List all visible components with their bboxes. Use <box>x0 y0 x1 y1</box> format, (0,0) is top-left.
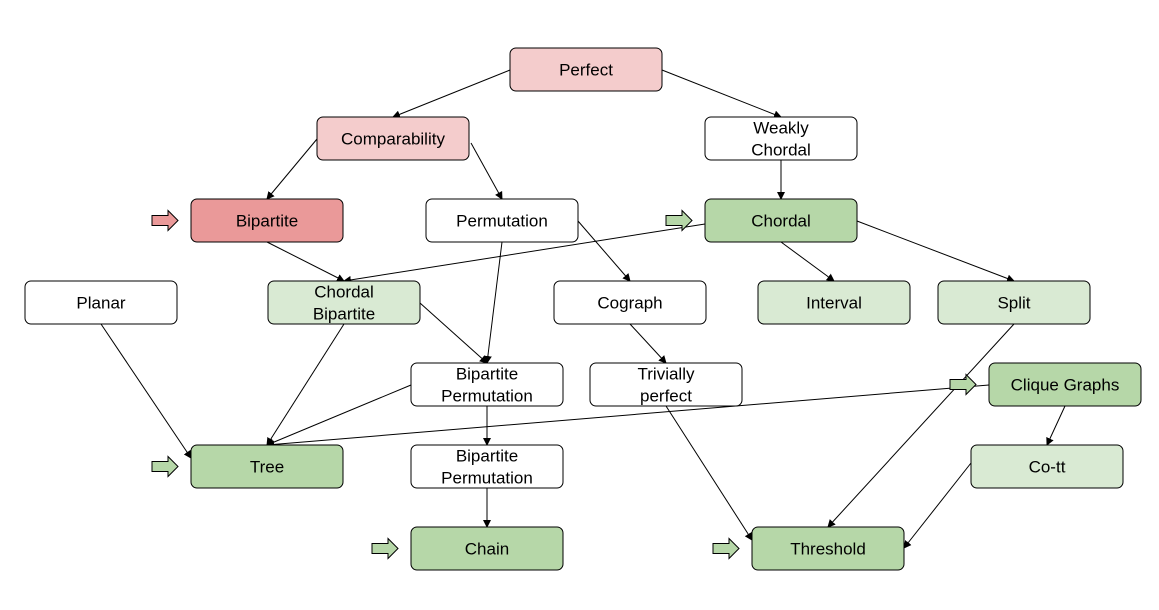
node-chain: Chain <box>410 526 564 571</box>
node-box-chordal-bipartite <box>267 280 421 325</box>
node-box-interval <box>757 280 911 325</box>
nodes-layer: PerfectComparabilityWeaklyChordalBiparti… <box>24 47 1142 571</box>
node-box-permutation <box>425 198 579 243</box>
edge-planar-to-tree <box>100 323 192 459</box>
edge-bipartite-permutation-1-to-tree <box>266 384 412 446</box>
edge-chordal-to-interval <box>780 241 835 282</box>
node-box-chain <box>410 526 564 571</box>
node-threshold: Threshold <box>751 526 905 571</box>
node-label-permutation: Permutation <box>456 212 548 231</box>
node-box-weakly-chordal <box>704 116 858 161</box>
node-label-tree: Tree <box>250 458 284 477</box>
node-clique-graphs: Clique Graphs <box>988 362 1142 407</box>
node-box-clique-graphs <box>988 362 1142 407</box>
node-label-chordal-bipartite: Bipartite <box>313 305 375 324</box>
node-label-bipartite-permutation-1: Bipartite <box>456 365 518 384</box>
node-label-cograph: Cograph <box>597 294 662 313</box>
edge-permutation-to-bipartite-permutation-1 <box>483 241 503 364</box>
node-label-trivially-perfect: Trivially <box>638 365 695 384</box>
node-planar: Planar <box>24 280 178 325</box>
node-box-bipartite <box>190 198 344 243</box>
node-chordal: Chordal <box>704 198 858 243</box>
node-comparability: Comparability <box>316 116 470 161</box>
node-label-planar: Planar <box>76 294 125 313</box>
node-box-planar <box>24 280 178 325</box>
node-co-tt: Co-tt <box>970 444 1124 489</box>
edge-clique-graphs-to-tree <box>266 384 990 449</box>
node-box-tree <box>190 444 344 489</box>
edges-layer <box>100 69 1066 549</box>
node-label-bipartite-permutation-2: Bipartite <box>456 447 518 466</box>
edge-permutation-to-cograph <box>577 220 631 282</box>
node-cograph: Cograph <box>553 280 707 325</box>
node-label-bipartite-permutation-2: Permutation <box>441 469 533 488</box>
node-tree: Tree <box>190 444 344 489</box>
node-box-comparability <box>316 116 470 161</box>
node-box-bipartite-permutation-1 <box>410 362 564 407</box>
node-bipartite: Bipartite <box>190 198 344 243</box>
highlight-arrow-icon-threshold <box>712 537 740 560</box>
node-label-weakly-chordal: Chordal <box>751 141 811 160</box>
node-label-clique-graphs: Clique Graphs <box>1011 376 1120 395</box>
node-label-interval: Interval <box>806 294 862 313</box>
node-label-bipartite: Bipartite <box>236 212 298 231</box>
node-perfect: Perfect <box>509 47 663 92</box>
edge-comparability-to-bipartite <box>266 138 318 200</box>
node-label-bipartite-permutation-1: Permutation <box>441 387 533 406</box>
node-box-co-tt <box>970 444 1124 489</box>
highlight-arrow-icon-clique-graphs <box>949 373 977 396</box>
node-box-chordal <box>704 198 858 243</box>
node-box-split <box>937 280 1091 325</box>
edge-bipartite-to-chordal-bipartite <box>266 241 345 282</box>
node-label-split: Split <box>997 294 1030 313</box>
edge-comparability-to-permutation <box>470 142 503 200</box>
node-label-chordal: Chordal <box>751 212 811 231</box>
node-box-bipartite-permutation-2 <box>410 444 564 489</box>
node-permutation: Permutation <box>425 198 579 243</box>
highlight-arrow-icon-tree <box>151 455 179 478</box>
edge-perfect-to-comparability <box>392 69 511 119</box>
node-label-chain: Chain <box>465 540 509 559</box>
highlight-arrow-icon-chain <box>371 537 399 560</box>
edge-split-to-threshold <box>827 323 1015 528</box>
node-interval: Interval <box>757 280 911 325</box>
markers-layer <box>151 209 977 560</box>
node-label-comparability: Comparability <box>341 130 445 149</box>
node-box-threshold <box>751 526 905 571</box>
node-split: Split <box>937 280 1091 325</box>
node-label-co-tt: Co-tt <box>1029 458 1066 477</box>
edge-chordal-to-chordal-bipartite <box>343 223 706 284</box>
highlight-arrow-icon-chordal <box>665 209 693 232</box>
edge-cograph-to-trivially-perfect <box>629 323 667 364</box>
node-label-weakly-chordal: Weakly <box>753 119 809 138</box>
edge-trivially-perfect-to-threshold <box>665 405 753 541</box>
highlight-arrow-icon-bipartite <box>151 209 179 232</box>
node-label-perfect: Perfect <box>559 61 613 80</box>
edge-chordal-bipartite-to-bipartite-permutation-1 <box>419 302 488 364</box>
edge-co-tt-to-threshold <box>903 462 972 549</box>
node-box-cograph <box>553 280 707 325</box>
edge-perfect-to-weakly-chordal <box>661 69 782 119</box>
edge-chordal-to-split <box>856 220 1015 283</box>
node-label-threshold: Threshold <box>790 540 866 559</box>
node-box-trivially-perfect <box>589 362 743 407</box>
node-label-trivially-perfect: perfect <box>640 387 692 406</box>
node-box-perfect <box>509 47 663 92</box>
node-label-chordal-bipartite: Chordal <box>314 283 374 302</box>
node-trivially-perfect: Trivially perfect <box>589 362 743 407</box>
edge-clique-graphs-to-co-tt <box>1046 405 1066 446</box>
edge-chordal-bipartite-to-tree <box>266 323 345 446</box>
